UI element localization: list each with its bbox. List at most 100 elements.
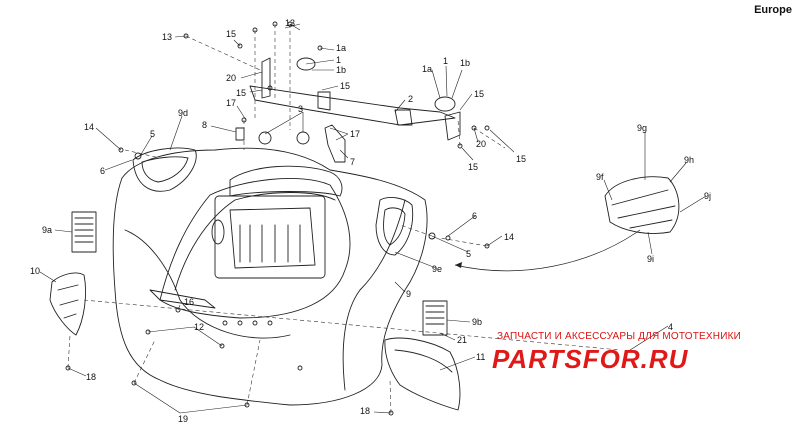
callout-9h: 9h — [684, 155, 694, 165]
decal-9b — [422, 300, 448, 336]
storage-compartment — [214, 195, 326, 279]
light-cluster-1b — [296, 57, 316, 71]
callout-1b-2: 1b — [460, 58, 470, 68]
callout-6a: 6 — [100, 166, 105, 176]
callout-20b: 20 — [476, 139, 486, 149]
lower-fender-11 — [384, 337, 461, 411]
decal-9a-text — [74, 217, 94, 243]
callout-9b: 9b — [472, 317, 482, 327]
callout-5b: 5 — [466, 249, 471, 259]
callout-13a: 13 — [162, 32, 172, 42]
headlight-lens-left — [141, 156, 189, 183]
assembly-line-7 — [399, 224, 433, 237]
light-cluster-1 — [434, 96, 456, 112]
assembly-line-10 — [133, 339, 156, 384]
callout-1a-2: 1a — [422, 64, 432, 74]
callout-2: 2 — [408, 94, 413, 104]
front-fender-body — [112, 147, 428, 406]
callout-18a: 18 — [86, 372, 96, 382]
assembly-line-8 — [439, 237, 488, 247]
lower-bracket-12 — [149, 289, 216, 309]
callout-13b: 13 — [285, 18, 295, 28]
side-bracket-2 — [394, 109, 413, 126]
callout-12: 12 — [194, 322, 204, 332]
side-deflector-left-rib — [57, 284, 79, 319]
support-bracket-left — [261, 57, 271, 99]
storage-compartment-floor — [229, 207, 316, 269]
callout-9i: 9i — [647, 254, 654, 264]
decal-9-lines — [611, 189, 676, 229]
decal-9-group — [604, 176, 680, 234]
callout-9f: 9f — [596, 172, 604, 182]
assembly-line-11 — [246, 339, 261, 406]
storage-compartment-ribs — [239, 224, 301, 263]
callout-16: 16 — [184, 297, 194, 307]
callout-15f: 15 — [516, 154, 526, 164]
callout-18b: 18 — [360, 406, 370, 416]
callout-15d: 15 — [474, 89, 484, 99]
assembly-line-12 — [389, 379, 392, 414]
grommet-3a — [258, 131, 272, 145]
headlight-housing-left — [132, 147, 197, 192]
callout-1b: 1b — [336, 65, 346, 75]
callout-1a: 1a — [336, 43, 346, 53]
assembly-line-15 — [473, 127, 506, 149]
callout-10: 10 — [30, 266, 40, 276]
assembly-line-6 — [124, 149, 161, 159]
callout-11: 11 — [476, 352, 485, 362]
clip-8 — [235, 127, 245, 141]
callout-5a: 5 — [150, 129, 155, 139]
callout-15e: 15 — [468, 162, 478, 172]
region-label: Europe — [754, 4, 792, 16]
callout-17b: 17 — [350, 129, 360, 139]
callout-19: 19 — [178, 414, 188, 424]
callout-20a: 20 — [226, 73, 236, 83]
callout-9e: 9e — [432, 264, 442, 274]
callout-9g: 9g — [637, 123, 647, 133]
callout-1: 1 — [336, 55, 341, 65]
bracket-7 — [324, 124, 346, 163]
side-deflector-left — [49, 272, 87, 336]
decal-9b-text — [425, 305, 445, 325]
assembly-line-1 — [185, 35, 261, 71]
handlebar-crossbar — [249, 85, 456, 126]
leader-9e-curve — [454, 229, 641, 272]
callout-9d: 9d — [178, 108, 188, 118]
fender-inner-lip — [174, 192, 336, 291]
callout-3: 3 — [298, 104, 303, 114]
watermark-logo: PARTSFOR.RU — [492, 344, 689, 374]
fender-right-side — [342, 199, 406, 391]
callout-15b: 15 — [236, 88, 246, 98]
callout-8: 8 — [202, 120, 207, 130]
fender-front-ridge — [124, 229, 291, 339]
leader-9e-arrow — [455, 262, 462, 268]
callout-1-2: 1 — [443, 56, 448, 66]
lower-fender-11-edge — [394, 349, 453, 373]
callout-21: 21 — [457, 335, 467, 345]
callout-6b: 6 — [472, 211, 477, 221]
callout-4: 4 — [668, 322, 673, 332]
support-bracket-right — [444, 111, 461, 141]
assembly-line-13 — [83, 299, 621, 351]
grommet-3b — [296, 131, 310, 145]
callout-9a: 9a — [42, 225, 52, 235]
fender-inner-wall — [159, 178, 351, 319]
callout-7: 7 — [350, 157, 355, 167]
assembly-line-9 — [67, 334, 71, 369]
callout-15c: 15 — [340, 81, 350, 91]
callout-9j: 9j — [704, 191, 711, 201]
headlight-housing-right — [375, 197, 414, 256]
watermark-tagline: ЗАПЧАСТИ И АКСЕССУАРЫ ДЛЯ МОТОТЕХНИКИ — [497, 331, 742, 342]
callout-9: 9 — [406, 289, 411, 299]
storage-compartment-rim — [229, 165, 343, 197]
support-bracket-mid — [317, 91, 331, 111]
headlight-lens-right — [383, 207, 406, 246]
assembly-line-14 — [457, 119, 461, 147]
callout-17a: 17 — [226, 98, 236, 108]
storage-compartment-knob — [211, 219, 225, 245]
callout-14b: 14 — [504, 232, 514, 242]
callout-14a: 14 — [84, 122, 94, 132]
callout-15a: 15 — [226, 29, 236, 39]
